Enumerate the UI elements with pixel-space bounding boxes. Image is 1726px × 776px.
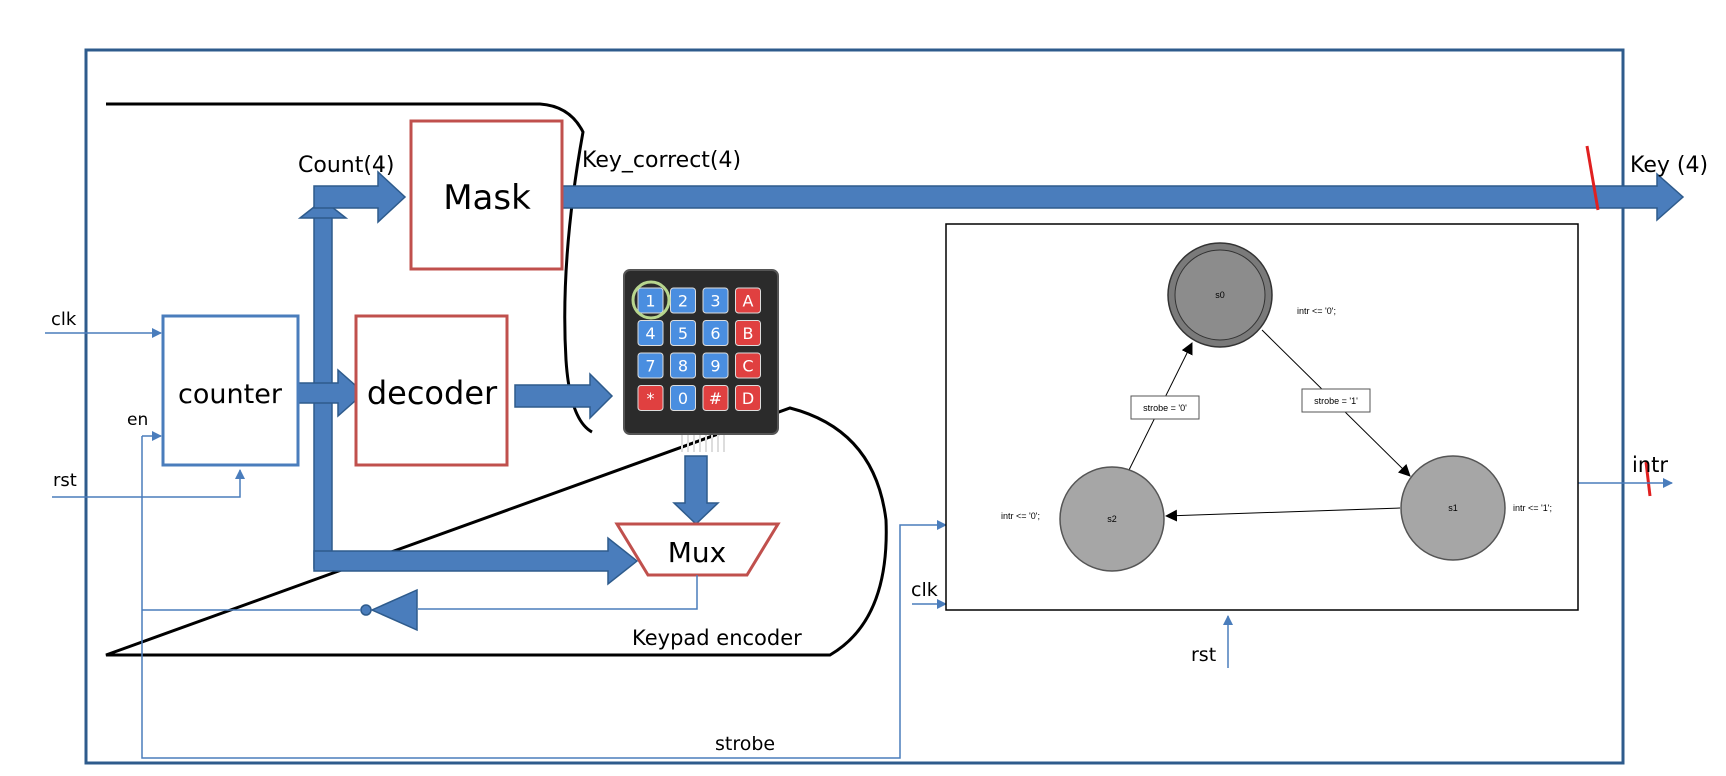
keypad-key <box>637 385 664 411</box>
en-label: en <box>127 410 148 430</box>
keypad-key-label: 9 <box>710 357 720 376</box>
keypad-key <box>702 287 729 314</box>
keypad-key-label: 2 <box>678 292 688 311</box>
intr-output-label: intr <box>1632 453 1668 477</box>
rst-input-wire <box>52 469 245 498</box>
transition-s2-s0-label: strobe = '0' <box>1143 403 1187 413</box>
keypad-key <box>670 385 696 411</box>
keypad-key-label: 3 <box>710 292 720 311</box>
bus-to-mux-arrow <box>313 536 639 586</box>
state-s1-action: intr <= '1'; <box>1513 503 1552 513</box>
state-s0-label: s0 <box>1215 290 1225 300</box>
keypad-key-label: D <box>742 389 754 408</box>
keypad-key <box>735 320 761 346</box>
keypad-key-label: 4 <box>645 324 655 343</box>
keypad-key <box>735 385 761 411</box>
state-s2 <box>1059 466 1165 572</box>
transition-s0-s1-label: strobe = '1' <box>1314 396 1358 406</box>
keypad-key <box>702 352 729 379</box>
keypad-key <box>637 352 664 379</box>
bus-counter-to-decoder-arrow <box>297 368 366 418</box>
keypad-key-label: 0 <box>678 389 688 408</box>
keypad-key-label: * <box>647 389 655 408</box>
mask-block <box>409 119 564 271</box>
rst-label: rst <box>53 470 77 491</box>
keypad-key <box>670 320 696 346</box>
keypad-key-label: 5 <box>678 324 688 343</box>
keypad-key-label: 8 <box>678 357 688 376</box>
state-s1-label: s1 <box>1448 503 1458 513</box>
keypad-key <box>735 352 761 379</box>
count-bus-up-arrow <box>297 199 349 219</box>
decoder-label: decoder <box>367 374 498 412</box>
mux-feedback-wire <box>418 575 698 610</box>
counter-block <box>161 314 300 467</box>
keypad-key-label: 7 <box>645 357 655 376</box>
bus-to-mask-arrow <box>313 170 407 224</box>
outer-frame <box>84 48 1625 765</box>
transition-s2-s0-label-box <box>1130 395 1200 420</box>
intr-cut-mark <box>1644 461 1652 497</box>
rst2-label: rst <box>1191 644 1216 666</box>
bus-keypad-to-mux-arrow <box>672 455 720 526</box>
key-correct-label: Key_correct(4) <box>582 148 741 173</box>
bus-decoder-to-keypad-arrow <box>514 372 614 420</box>
state-s2-action: intr <= '0'; <box>1001 511 1040 521</box>
keypad-key <box>637 320 664 346</box>
mux-block <box>614 522 781 577</box>
keypad-key-label: B <box>743 324 754 343</box>
mask-label: Mask <box>443 178 531 218</box>
key-output-label: Key (4) <box>1630 153 1708 178</box>
transition-s0-s1-label-box <box>1301 388 1371 413</box>
buffer-inversion-bubble <box>360 604 372 616</box>
keypad-key-label: 6 <box>710 324 720 343</box>
state-s2-label: s2 <box>1107 514 1117 524</box>
keypad-key <box>702 385 729 411</box>
en-strobe-wire <box>141 436 947 759</box>
keypad-key-label: C <box>742 357 753 376</box>
state-s1 <box>1400 455 1506 561</box>
keypad-key <box>670 352 696 379</box>
clk-label: clk <box>51 309 77 330</box>
decoder-block <box>354 314 509 467</box>
key-bus-cut-mark <box>1585 145 1600 211</box>
keypad: 1 2 3 A 4 5 6 B 7 8 9 C * 0 # D <box>623 269 779 452</box>
keypad-key-label: # <box>709 389 722 408</box>
keypad-key <box>735 287 761 314</box>
keypad-key <box>702 320 729 346</box>
buffer-triangle <box>370 588 418 632</box>
keypad-highlight-ring <box>631 280 671 320</box>
keypad-key <box>670 287 696 314</box>
state-s0 <box>1174 249 1266 341</box>
mux-label: Mux <box>668 536 726 569</box>
keypad-encoder-label: Keypad encoder <box>632 626 802 650</box>
key-correct-bus-arrow <box>561 172 1685 222</box>
clk2-label: clk <box>911 579 938 601</box>
transition-s1-s2 <box>1165 507 1401 522</box>
state-s0-action: intr <= '0'; <box>1297 306 1336 316</box>
keypad-key <box>637 287 664 314</box>
keypad-key-label: A <box>743 292 754 311</box>
count-label: Count(4) <box>298 153 395 178</box>
keypad-ribbon-cable <box>681 434 725 452</box>
keypad-key-label: 1 <box>645 292 655 311</box>
strobe-label: strobe <box>715 733 775 755</box>
counter-label: counter <box>178 379 283 410</box>
